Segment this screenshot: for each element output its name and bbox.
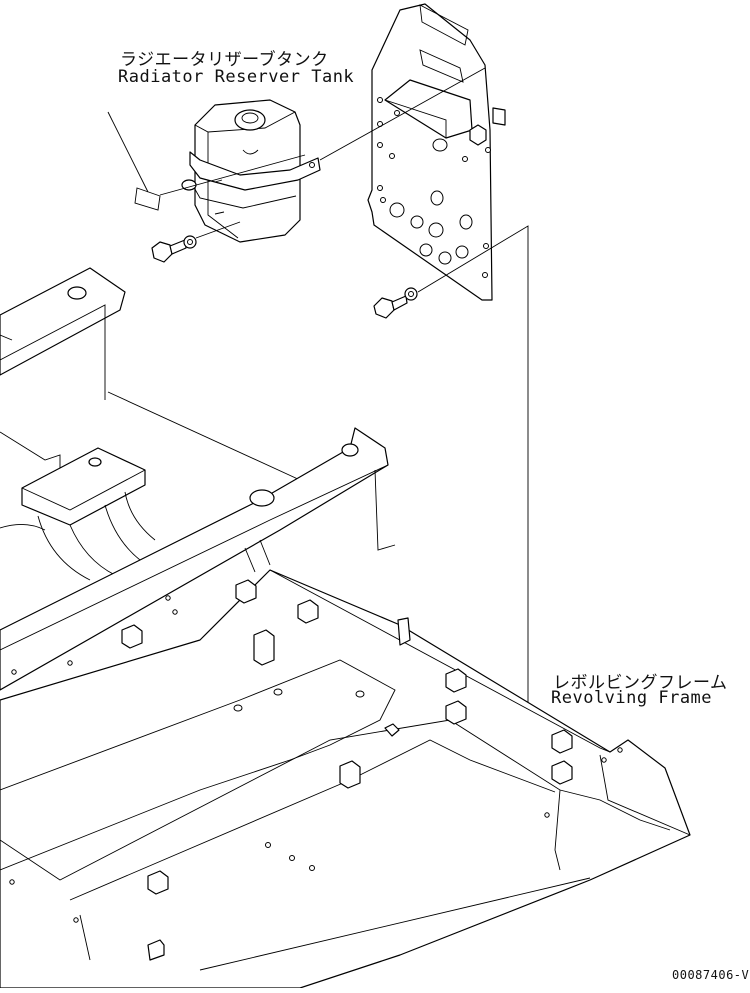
drawing-number: 00087406-V: [672, 968, 750, 982]
bracket-plate: [367, 3, 506, 301]
radiator-tank-label-jp: ラジエータリザーブタンク: [120, 50, 329, 70]
bolt-washer-tank: [151, 235, 197, 263]
revolving-frame-label-en: Revolving Frame: [551, 688, 713, 708]
radiator-reserve-tank: [107, 99, 321, 243]
radiator-tank-label-en: Radiator Reserver Tank: [118, 67, 355, 87]
revolving-frame: [0, 267, 691, 989]
bolt-washer-bracket: [373, 287, 418, 319]
revolving-frame-label-jp: レボルビングフレーム: [553, 673, 728, 693]
